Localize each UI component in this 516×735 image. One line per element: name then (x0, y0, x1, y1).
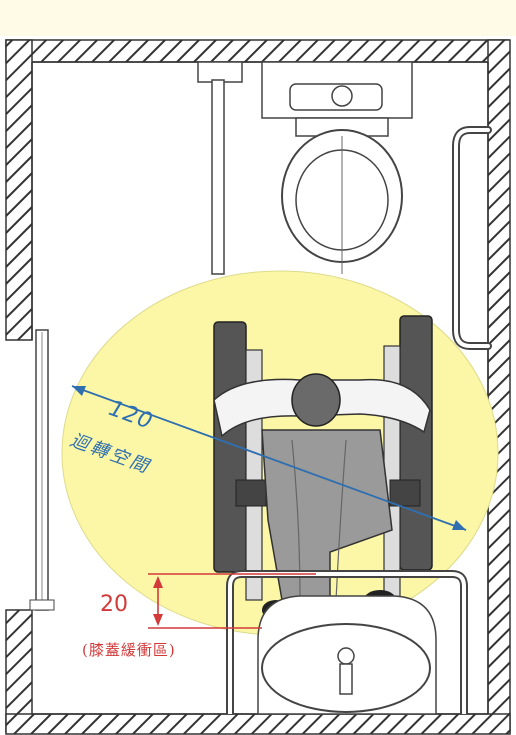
wheelchair-user (213, 315, 433, 620)
turning-diameter-line (71, 385, 467, 531)
knee-clearance-dimension (148, 573, 316, 629)
knee-clearance-caption: (膝蓋緩衝區) (82, 641, 176, 659)
knee-clearance-depth-label: 20 (100, 592, 128, 617)
toilet (261, 61, 413, 274)
grab-bar-left (197, 61, 243, 275)
grab-bar-right (452, 126, 492, 350)
washbasin (226, 570, 468, 715)
door (29, 329, 55, 611)
page-top-band (0, 0, 516, 36)
